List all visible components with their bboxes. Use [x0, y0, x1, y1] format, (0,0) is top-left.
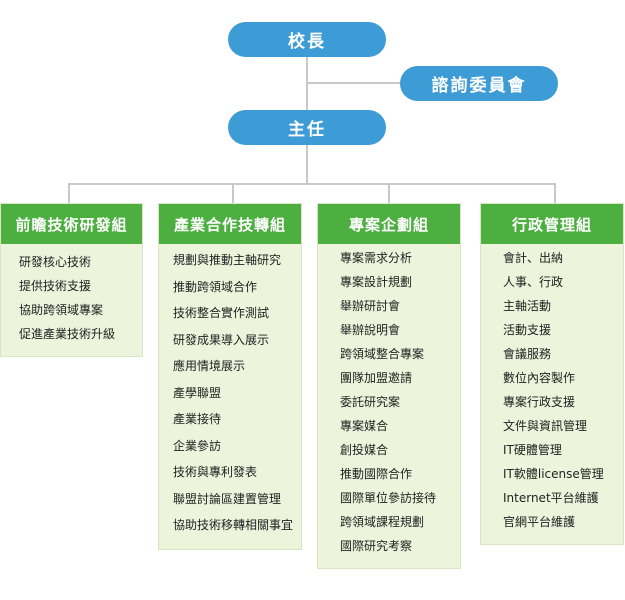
duty-item: IT硬體管理	[503, 443, 562, 457]
duty-item: 人事、行政	[503, 275, 564, 289]
duty-item: 促進產業技術升級	[19, 327, 116, 341]
duty-item: 活動支援	[503, 323, 552, 337]
duty-item: 跨領域整合專案	[340, 347, 425, 361]
duty-item: 委託研究案	[340, 395, 401, 409]
duty-item: 舉辦研討會	[340, 299, 401, 313]
duty-item: 研發成果導入展示	[173, 332, 270, 347]
duty-item: 專案設計規劃	[340, 275, 413, 289]
duty-item: 協助跨領域專案	[19, 303, 104, 317]
group-duties: 專案需求分析 專案設計規劃 舉辦研討會 舉辦說明會 跨領域整合專案 團隊加盟邀請…	[317, 244, 461, 569]
connector-group-1	[68, 183, 70, 203]
principal-node: 校長	[228, 22, 386, 57]
connector-group-2	[232, 183, 234, 203]
duty-item: 跨領域課程規劃	[340, 515, 425, 529]
duty-item: 文件與資訊管理	[503, 419, 588, 433]
duty-item: Internet平台維護	[503, 491, 599, 505]
group-duties: 研發核心技術 提供技術支援 協助跨領域專案 促進產業技術升級	[0, 244, 143, 357]
duty-item: 團隊加盟邀請	[340, 371, 413, 385]
group-project-planning: 專案企劃組 專案需求分析 專案設計規劃 舉辦研討會 舉辦說明會 跨領域整合專案 …	[317, 203, 461, 569]
duty-item: 會計、出納	[503, 251, 564, 265]
duty-item: 創投媒合	[340, 443, 389, 457]
duty-item: 數位內容製作	[503, 371, 576, 385]
group-title: 前瞻技術研發組	[0, 203, 143, 244]
duty-item: 主軸活動	[503, 299, 552, 313]
director-node: 主任	[228, 110, 386, 145]
connector-principal-director	[306, 55, 308, 113]
duty-item: 應用情境展示	[173, 359, 246, 373]
group-title: 行政管理組	[480, 203, 624, 244]
duty-item: 產學聯盟	[173, 385, 222, 400]
connector-advisory	[306, 82, 402, 84]
duty-item: 國際單位參訪接待	[340, 491, 437, 505]
duty-item: 舉辦說明會	[340, 323, 401, 337]
connector-group-4	[554, 183, 556, 203]
connector-director-bus	[306, 142, 308, 184]
group-duties: 會計、出納 人事、行政 主軸活動 活動支援 會議服務 數位內容製作 專案行政支援…	[480, 244, 624, 545]
duty-item: 協助技術移轉相關事宜	[173, 518, 294, 532]
duty-item: 專案需求分析	[340, 251, 413, 265]
group-title: 專案企劃組	[317, 203, 461, 244]
duty-item: 會議服務	[503, 347, 552, 361]
duty-item: 推動跨領域合作	[173, 279, 258, 294]
duty-item: IT軟體license管理	[503, 467, 604, 481]
advisory-committee-node: 諮詢委員會	[400, 66, 558, 101]
duty-item: 產業接待	[173, 412, 222, 426]
group-title: 產業合作技轉組	[158, 203, 302, 244]
duty-item: 推動國際合作	[340, 467, 413, 481]
duty-item: 規劃與推動主軸研究	[173, 253, 282, 267]
duty-item: 聯盟討論區建置管理	[173, 491, 282, 506]
connector-group-3	[388, 183, 390, 203]
duty-item: 專案媒合	[340, 419, 389, 433]
group-duties: 規劃與推動主軸研究 推動跨領域合作 技術整合實作測試 研發成果導入展示 應用情境…	[158, 244, 302, 550]
connector-bus	[68, 183, 556, 185]
duty-item: 研發核心技術	[19, 255, 92, 269]
duty-item: 企業參訪	[173, 438, 222, 453]
group-forward-tech: 前瞻技術研發組 研發核心技術 提供技術支援 協助跨領域專案 促進產業技術升級	[0, 203, 143, 357]
duty-item: 提供技術支援	[19, 279, 92, 293]
duty-item: 國際研究考察	[340, 539, 413, 553]
duty-item: 技術與專利發表	[173, 465, 258, 479]
duty-item: 官網平台維護	[503, 515, 576, 529]
group-industry-cooperation: 產業合作技轉組 規劃與推動主軸研究 推動跨領域合作 技術整合實作測試 研發成果導…	[158, 203, 302, 550]
group-administration: 行政管理組 會計、出納 人事、行政 主軸活動 活動支援 會議服務 數位內容製作 …	[480, 203, 624, 545]
duty-item: 專案行政支援	[503, 395, 576, 409]
duty-item: 技術整合實作測試	[173, 306, 270, 320]
